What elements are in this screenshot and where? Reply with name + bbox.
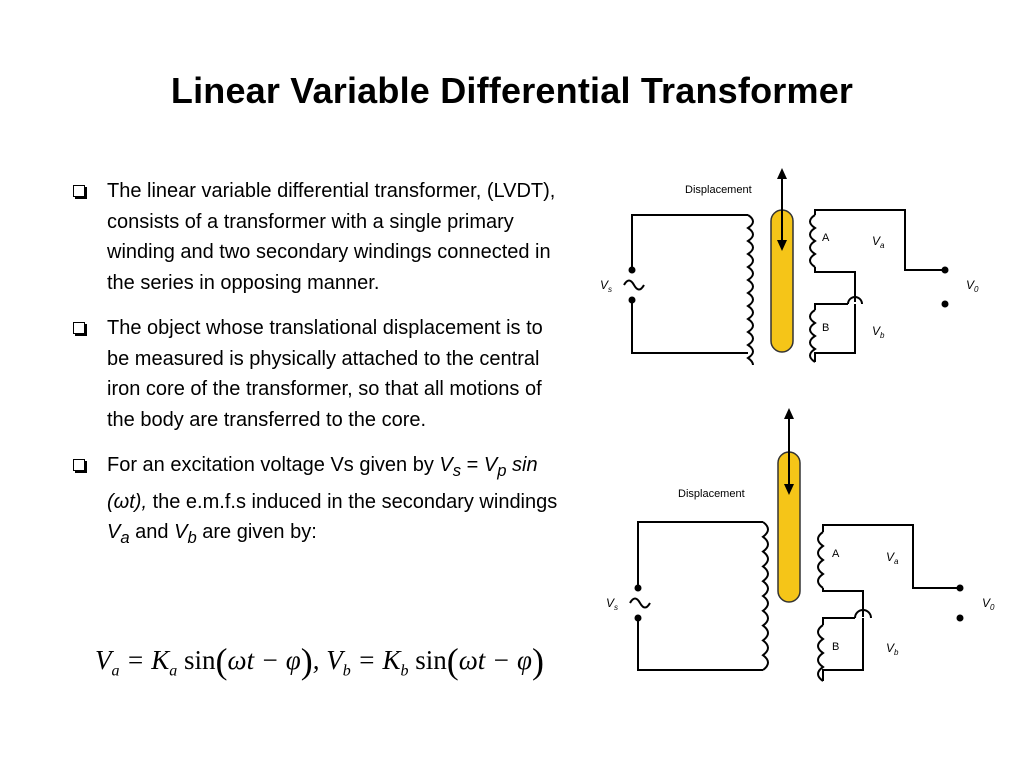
displacement-label: Displacement [685, 184, 752, 196]
displacement-label: Displacement [678, 488, 745, 500]
vb-label: Vb [872, 324, 885, 340]
winding-a-label: A [822, 232, 830, 244]
v0-label: V0 [982, 596, 995, 612]
checkbox-bullet-icon [73, 322, 85, 334]
emf-formula: Va = Ka sin(ωt − φ), Vb = Kb sin(ωt − φ) [95, 641, 544, 681]
bullet-text: The linear variable differential transfo… [107, 180, 556, 294]
lvdt-diagram-top: Displacement A B Vs Va Vb V0 [600, 168, 979, 365]
bullet-item: The linear variable differential transfo… [72, 176, 562, 298]
winding-a-label: A [832, 548, 840, 560]
v0-label: V0 [966, 278, 979, 294]
va-label: Va [872, 234, 885, 250]
bullet-list: The linear variable differential transfo… [72, 176, 562, 569]
vb-label: Vb [886, 641, 899, 657]
checkbox-bullet-icon [73, 459, 85, 471]
bullet-item: For an excitation voltage Vs given by Vs… [72, 450, 562, 554]
vs-label: Vs [600, 278, 612, 294]
bullet-text: For an excitation voltage Vs given by Vs… [107, 454, 558, 547]
slide-title: Linear Variable Differential Transformer [170, 70, 854, 111]
winding-b-label: B [832, 641, 839, 653]
lvdt-diagram-bottom: Displacement A B Vs Va Vb V0 [606, 408, 995, 682]
winding-b-label: B [822, 322, 829, 334]
vs-label: Vs [606, 596, 618, 612]
bullet-text: The object whose translational displacem… [107, 317, 543, 431]
va-label: Va [886, 550, 899, 566]
checkbox-bullet-icon [73, 185, 85, 197]
bullet-item: The object whose translational displacem… [72, 313, 562, 435]
